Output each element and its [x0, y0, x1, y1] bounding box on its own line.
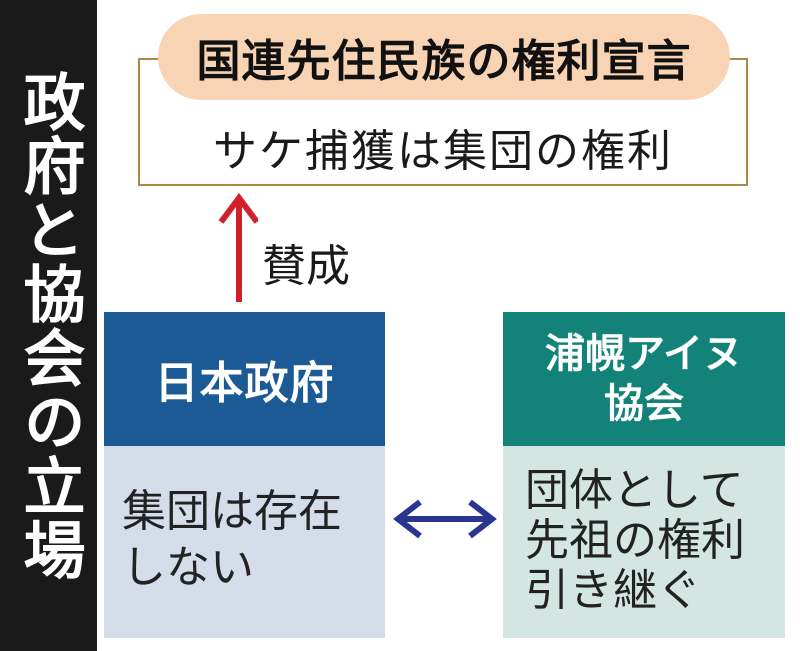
government-position-line: 集団は存在: [122, 486, 342, 537]
government-position-line: しない: [122, 542, 254, 593]
support-arrow: [218, 193, 258, 302]
association-name-line: 協会: [604, 381, 684, 427]
support-label: 賛成: [262, 241, 350, 292]
opposition-arrow-head-right: [468, 499, 497, 539]
side-title-text: 政府と協会の立場: [12, 69, 86, 582]
declaration-box: [138, 58, 748, 186]
declaration-title: 国連先住民族の権利宣言: [158, 14, 730, 100]
opposition-arrow: [393, 499, 497, 539]
declaration-body: サケ捕獲は集団の権利: [213, 126, 673, 177]
support-arrow-head: [218, 193, 258, 224]
association-position-line: 団体として: [525, 465, 744, 516]
association-name-line: 浦幌アイヌ: [545, 331, 743, 377]
association-header: 浦幌アイヌ 協会: [503, 312, 785, 446]
side-title: 政府と協会の立場: [0, 0, 97, 651]
government-header: 日本政府: [104, 312, 385, 446]
association-position-line: 先祖の権利: [525, 515, 745, 566]
association-position: 団体として 先祖の権利 引き継ぐ: [503, 446, 785, 638]
association-position-line: 引き継ぐ: [525, 565, 701, 616]
government-position: 集団は存在 しない: [104, 446, 385, 638]
opposition-arrow-head-left: [393, 499, 422, 539]
